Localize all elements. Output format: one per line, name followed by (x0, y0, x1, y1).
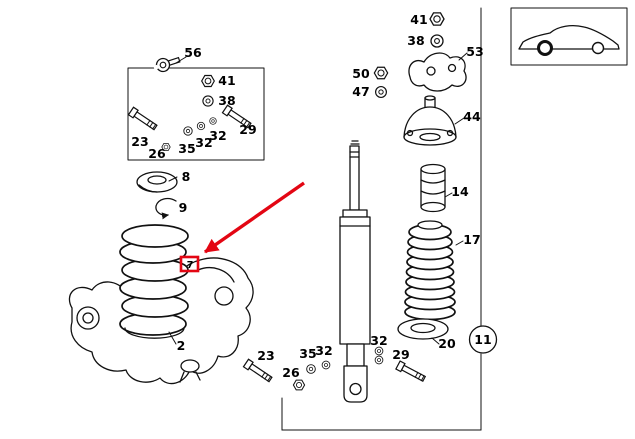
figure-frame (281, 7, 482, 431)
callout-9[interactable]: 9 (179, 200, 188, 215)
callout-26-lower[interactable]: 26 (282, 365, 300, 380)
callout-8[interactable]: 8 (182, 169, 191, 184)
coil-spring (119, 224, 189, 339)
shock-absorber (339, 140, 371, 403)
callout-7[interactable]: 7 (187, 260, 194, 271)
car-thumbnail[interactable] (510, 7, 628, 66)
callout-53[interactable]: 53 (466, 44, 483, 59)
callout-23-inset[interactable]: 23 (131, 134, 148, 149)
washer-icon (374, 346, 384, 356)
callout-41-inset[interactable]: 41 (218, 73, 235, 88)
callout-56[interactable]: 56 (184, 45, 202, 60)
spring-seat-rubber (136, 171, 178, 193)
bump-stop (420, 163, 446, 213)
washer-icon (209, 117, 217, 125)
washer-icon (196, 121, 206, 131)
inset-hardware-box (127, 56, 265, 161)
washer-icon (183, 126, 193, 136)
callout-29-shock[interactable]: 29 (392, 347, 409, 362)
callout-32-inset-b[interactable]: 32 (209, 128, 226, 143)
callout-26-inset[interactable]: 26 (148, 146, 166, 161)
leader-lines (168, 52, 468, 345)
nut-icon (292, 379, 306, 391)
callout-2[interactable]: 2 (177, 338, 186, 353)
wheel-icon (591, 41, 605, 55)
callout-44[interactable]: 44 (463, 109, 481, 124)
callout-35-inset[interactable]: 35 (178, 141, 195, 156)
washer-icon (202, 95, 214, 107)
car-side-icon (518, 25, 620, 56)
callout-47[interactable]: 47 (352, 84, 369, 99)
washer-icon (375, 86, 387, 98)
nut-icon (429, 12, 445, 26)
callout-17[interactable]: 17 (463, 232, 480, 247)
callout-20[interactable]: 20 (438, 336, 456, 351)
callout-14[interactable]: 14 (451, 184, 469, 199)
callout-41-top[interactable]: 41 (410, 12, 427, 27)
wrench-icon (153, 56, 181, 73)
callout-32-shock[interactable]: 32 (370, 333, 387, 348)
bolt-icon (395, 360, 427, 384)
dust-boot (404, 220, 456, 321)
spring-seat-ring (397, 318, 449, 340)
callout-50[interactable]: 50 (352, 66, 370, 81)
strut-mount (403, 95, 457, 146)
callout-23-lower[interactable]: 23 (257, 348, 274, 363)
callout-38-top[interactable]: 38 (407, 33, 424, 48)
callout-29-inset[interactable]: 29 (239, 122, 256, 137)
callout-circle-11[interactable] (468, 325, 498, 354)
callout-35-lower[interactable]: 35 (299, 346, 316, 361)
highlight-box[interactable] (179, 255, 200, 273)
mount-bracket (408, 52, 467, 92)
bolt-icon (127, 106, 159, 132)
nut-icon (373, 66, 389, 80)
washer-icon (321, 360, 331, 370)
callout-32-inset-a[interactable]: 32 (195, 135, 212, 150)
highlighted-axle-icon (537, 40, 553, 56)
callout-38-inset[interactable]: 38 (218, 93, 235, 108)
nut-icon (201, 74, 215, 88)
washer-icon (374, 355, 384, 365)
rotation-arrow-icon (155, 197, 177, 220)
washer-icon (430, 34, 444, 48)
callout-11[interactable]: 11 (474, 332, 491, 347)
callout-32-lower[interactable]: 32 (315, 343, 332, 358)
highlight-arrow (204, 181, 305, 254)
washer-icon (306, 364, 316, 374)
